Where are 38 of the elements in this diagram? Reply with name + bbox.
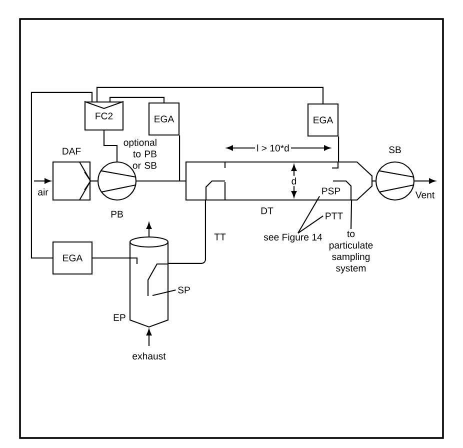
- part-label: PSP: [322, 188, 340, 194]
- connector-line: [30, 92, 93, 259]
- dimension-label: l > 10*d: [255, 142, 292, 154]
- arrow: [414, 178, 436, 184]
- arrow: [146, 329, 152, 346]
- controller-box: FC2: [84, 100, 124, 131]
- edge-label: exhaust: [132, 352, 166, 360]
- edge-label: Vent: [415, 192, 435, 198]
- analyzer-box: EGA: [52, 241, 93, 275]
- edge-label: optional to PB or SB: [124, 138, 156, 169]
- leader-line: [298, 196, 320, 234]
- connector-line: [372, 180, 376, 182]
- note-text: to particulate sampling system: [329, 230, 373, 274]
- edge-label: air: [38, 188, 48, 196]
- part-label: PTT: [326, 212, 343, 220]
- connector-line: [136, 180, 186, 182]
- connector-line: [168, 200, 206, 264]
- cylinder: EP: [114, 236, 169, 328]
- arrow: [34, 178, 51, 184]
- edge-label: TT: [214, 234, 226, 240]
- dimension-label: d: [290, 176, 298, 186]
- node-label: EP: [114, 314, 126, 321]
- connector-line: [103, 130, 118, 162]
- connector-line: [90, 180, 98, 182]
- leader-line: [152, 289, 176, 296]
- connector-line: [109, 96, 165, 102]
- leader-line: [298, 216, 324, 234]
- reference-note: see Figure 14: [264, 234, 322, 242]
- node-label: DAF: [62, 148, 81, 154]
- connector-line: [350, 200, 352, 229]
- connector-line: [96, 86, 324, 104]
- part-label: SP: [178, 286, 190, 294]
- connector-line: [338, 136, 340, 162]
- analyzer-box: EGA: [148, 102, 180, 136]
- connector-line: [92, 257, 130, 259]
- analyzer-box: EGA: [307, 103, 339, 137]
- filter-box: DAF: [52, 148, 92, 201]
- arrow: [146, 222, 152, 236]
